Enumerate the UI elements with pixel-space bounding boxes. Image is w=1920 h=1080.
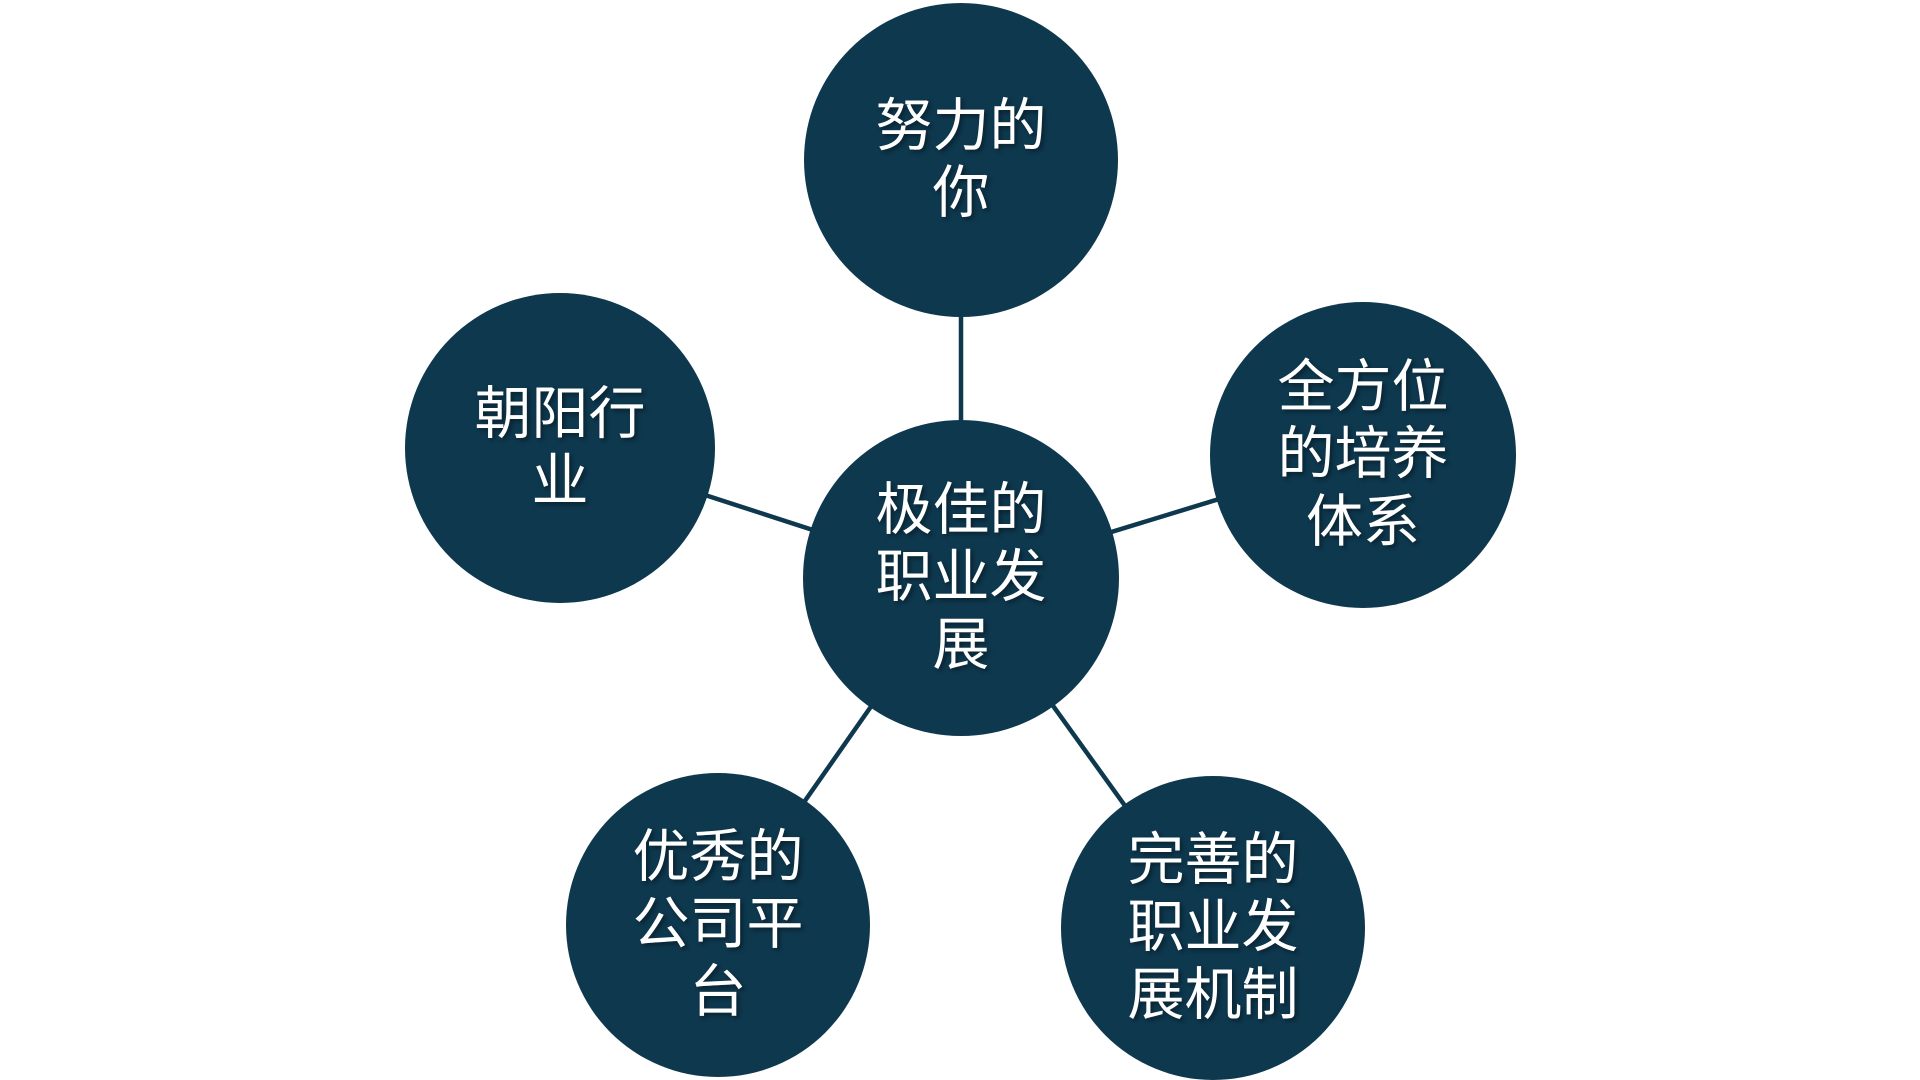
diagram-node-right: 全方位 的培养 体系	[1210, 302, 1516, 608]
diagram-node-top: 努力的 你	[804, 3, 1118, 317]
diagram-node-left: 朝阳行 业	[405, 293, 715, 603]
node-label: 努力的 你	[875, 92, 1047, 226]
node-label: 优秀的 公司平 台	[632, 824, 804, 1025]
node-label: 极佳的 职业发 展	[875, 477, 1047, 678]
node-label: 朝阳行 业	[474, 380, 646, 514]
node-label: 全方位 的培养 体系	[1277, 354, 1449, 555]
diagram-node-bottom-left: 优秀的 公司平 台	[566, 773, 870, 1077]
diagram-node-center: 极佳的 职业发 展	[803, 420, 1119, 736]
node-label: 完善的 职业发 展机制	[1127, 827, 1299, 1028]
diagram-node-bottom-right: 完善的 职业发 展机制	[1061, 776, 1365, 1080]
